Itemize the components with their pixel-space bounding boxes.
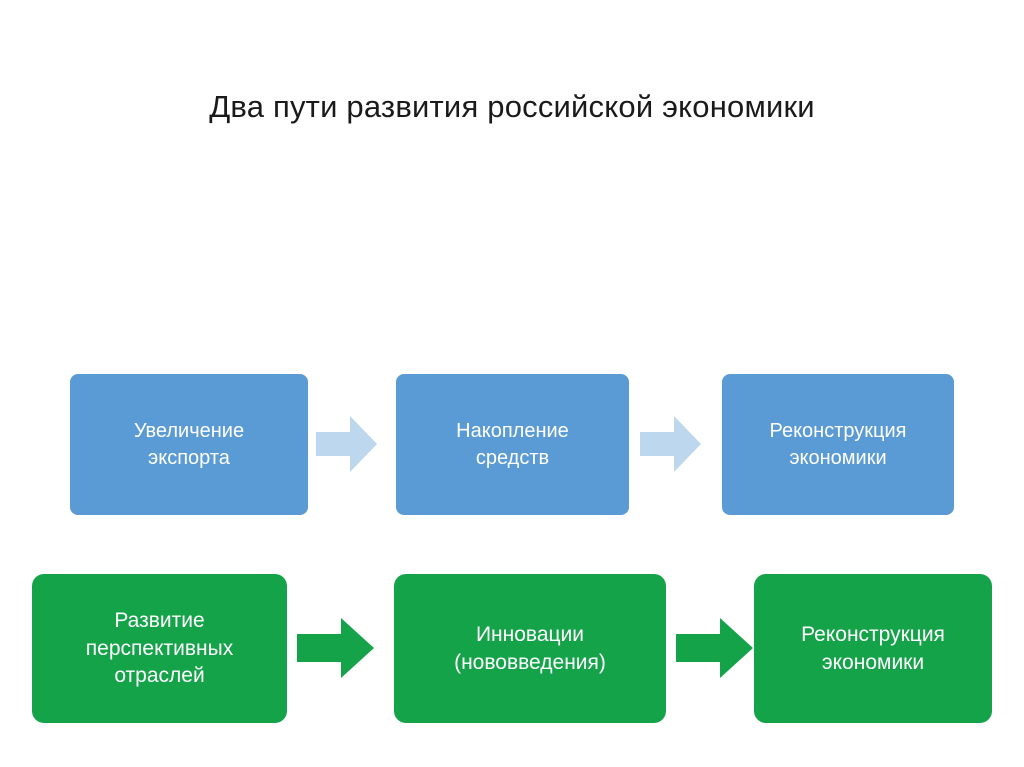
box-innovations[interactable]: Инновации(нововведения) bbox=[394, 574, 666, 723]
arrow-right-icon-3 bbox=[297, 616, 375, 680]
arrow-right-icon-4 bbox=[676, 616, 754, 680]
arrow-right-icon-1 bbox=[316, 414, 378, 474]
page-title: Два пути развития российской экономики bbox=[209, 89, 815, 124]
arrow-right-icon-2 bbox=[640, 414, 702, 474]
